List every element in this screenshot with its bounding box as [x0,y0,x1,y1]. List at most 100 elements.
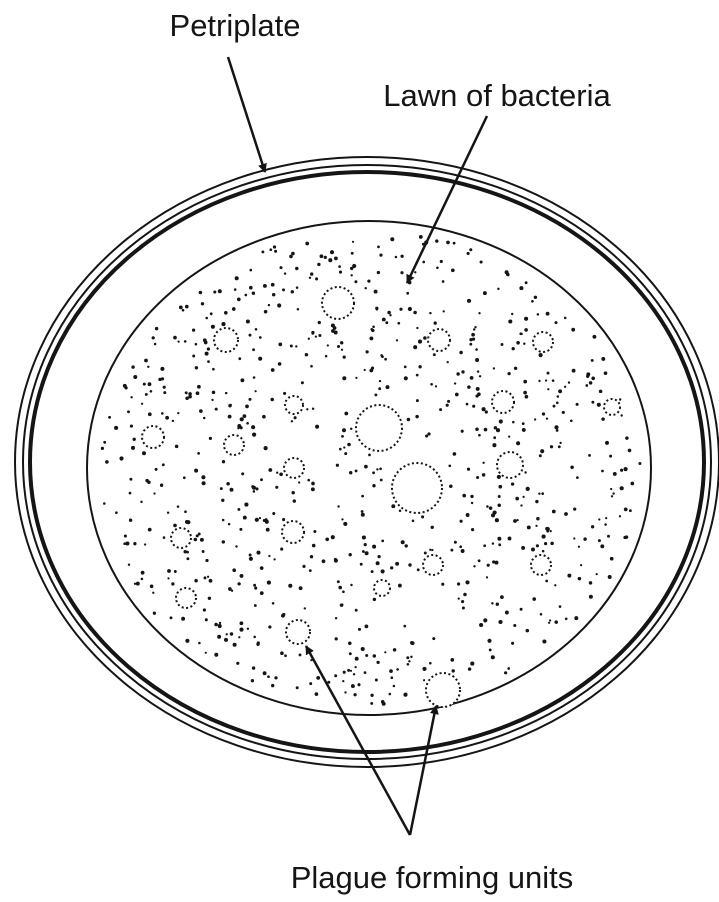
lawn-dot [185,520,189,524]
lawn-dot [574,616,578,620]
lawn-dot [583,537,586,540]
lawn-dot [381,355,384,358]
plaque [322,287,354,319]
lawn-dot [508,319,512,323]
lawn-dot [493,436,496,439]
lawn-dot [489,506,493,510]
lawn-dot [268,555,270,557]
lawn-dot [482,407,486,411]
lawn-dot [339,448,342,451]
lawn-dot [550,542,554,546]
lawn-dot [451,268,455,272]
lawn-dot [536,517,539,520]
lawn-dot [620,469,623,472]
lawn-dot [209,437,212,440]
lawn-dot [255,328,258,331]
lawn-dot [141,578,144,581]
lawn-dot [350,274,352,276]
lawn-dot [454,382,456,384]
lawn-dot [343,522,347,526]
lawn-dot [433,353,436,356]
lawn-dot [597,403,601,407]
lawn-dot [123,384,127,388]
lawn-dot [585,384,588,387]
lawn-dot [508,537,512,541]
lawn-dot [185,305,189,309]
lawn-dot [237,582,240,585]
lawn-dot [607,535,610,538]
lawn-dot [195,343,198,346]
lawn-dot [565,617,568,620]
lawn-dot [141,571,145,575]
lawn-dot [497,475,501,479]
lawn-dot [379,380,381,382]
lawn-dot [350,670,352,672]
lawn-dot [625,436,628,439]
lawn-dot [255,390,257,392]
lawn-dot [222,460,225,463]
lawn-dot [291,491,294,494]
lawn-dot [344,691,346,693]
lawn-dot [500,595,504,599]
lawn-dot [269,248,272,251]
lawn-dot [218,624,222,628]
lawn-dot [505,270,509,274]
lawn-dot [564,512,568,516]
lawn-dot [539,454,542,457]
lawn-dot [194,579,198,583]
lawn-dot [341,435,344,438]
plaque [374,580,390,596]
lawn-dot [365,551,369,555]
lawn-dot [177,412,179,414]
lawn-dot [254,587,257,590]
lawn-dot [613,472,617,476]
lawn-dot [278,343,282,347]
lawn-dot [160,484,163,487]
lawn-dot [478,559,481,562]
lawn-dot [322,559,326,563]
lawn-dot [331,323,335,327]
lawn-dot [155,327,158,330]
lawn-dot [546,312,550,316]
lawn-dot [150,390,153,393]
lawn-dot [284,272,286,274]
lawn-dot [431,526,434,529]
lawn-dot [355,609,358,612]
lawn-dot [418,340,422,344]
lawn-dot [591,525,594,528]
lawn-dot [161,412,164,415]
lawn-dot [504,671,507,674]
lawn-dot [390,566,393,569]
lawn-dot [185,391,188,394]
lawn-dot [450,658,454,662]
lawn-dot [542,639,546,643]
lawn-dot [351,252,354,255]
lawn-dot [524,328,528,332]
lawn-dot [537,313,540,316]
lawn-dot [498,495,501,498]
lawn-dot [306,408,308,410]
lawn-dot [235,545,237,547]
lawn-dot [271,368,275,372]
lawn-dot [253,636,256,639]
lawn-dot [447,400,450,403]
lawn-dot [145,393,148,396]
lawn-dot [239,528,242,531]
lawn-dot [273,558,275,560]
lawn-dot [198,533,201,536]
lawn-dot [393,648,396,651]
lawn-dot [487,639,491,643]
lawn-dot [219,622,221,624]
lawn-dot [280,651,284,655]
lawn-dot [479,375,481,377]
lawn-dot [302,565,305,568]
lawn-dot [483,544,486,547]
lawn-dot [215,408,218,411]
lawn-dot [478,312,480,314]
lawn-dot [417,568,420,571]
lawn-dot [469,248,472,251]
lawn-dot [241,472,244,475]
lawn-dot [610,488,612,490]
lawn-dot [399,308,402,311]
lawn-dot [552,379,555,382]
